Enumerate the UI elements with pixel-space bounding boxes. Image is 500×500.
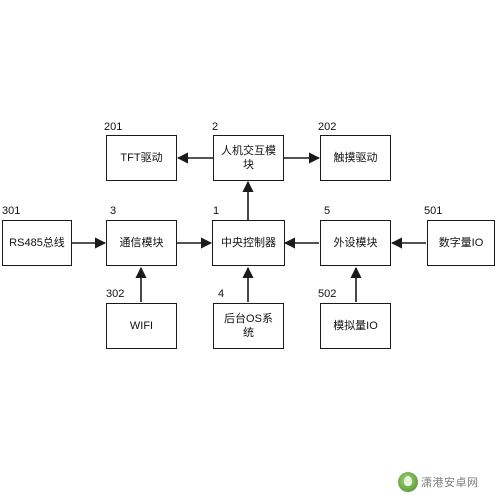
wifi-label: WIFI (129, 320, 154, 332)
comm-module-label: 通信模块 (119, 237, 164, 249)
analog-io-block: 模拟量IO (320, 303, 391, 349)
peripheral-module-block: 外设模块 (320, 220, 391, 266)
hmi-module-label: 人机交互模块 (221, 145, 276, 171)
hmi-module-block: 人机交互模块 (213, 135, 284, 181)
hmi-module-number: 2 (212, 121, 219, 133)
analog-io-number: 502 (318, 288, 337, 300)
digital-io-label: 数字量IO (438, 237, 484, 249)
tft-driver-block: TFT驱动 (106, 135, 177, 181)
watermark-text: 潇港安卓网 (421, 477, 479, 489)
rs485-bus-label: RS485总线 (9, 237, 65, 249)
digital-io-block: 数字量IO (427, 220, 495, 266)
background-os-block: 后台OS系统 (213, 303, 284, 349)
digital-io-number: 501 (424, 205, 443, 217)
wifi-number: 302 (106, 288, 125, 300)
touch-driver-label: 触摸驱动 (333, 152, 378, 164)
touch-driver-block: 触摸驱动 (320, 135, 391, 181)
analog-io-label: 模拟量IO (333, 320, 378, 332)
touch-driver-number: 202 (318, 121, 337, 133)
peripheral-module-label: 外设模块 (333, 237, 378, 249)
background-os-number: 4 (218, 288, 225, 300)
central-controller-block: 中央控制器 (212, 220, 285, 266)
rs485-bus-number: 301 (2, 205, 21, 217)
central-controller-label: 中央控制器 (221, 237, 276, 249)
peripheral-module-number: 5 (324, 205, 331, 217)
central-controller-number: 1 (213, 205, 220, 217)
watermark: 潇港安卓网 (398, 470, 494, 494)
comm-module-number: 3 (110, 205, 117, 217)
background-os-label: 后台OS系统 (224, 313, 273, 339)
comm-module-block: 通信模块 (106, 220, 177, 266)
tft-driver-label: TFT驱动 (120, 152, 163, 164)
tft-driver-number: 201 (104, 121, 123, 133)
rs485-bus-block: RS485总线 (2, 220, 72, 266)
wifi-block: WIFI (106, 303, 177, 349)
leaf-logo-icon (398, 472, 418, 492)
